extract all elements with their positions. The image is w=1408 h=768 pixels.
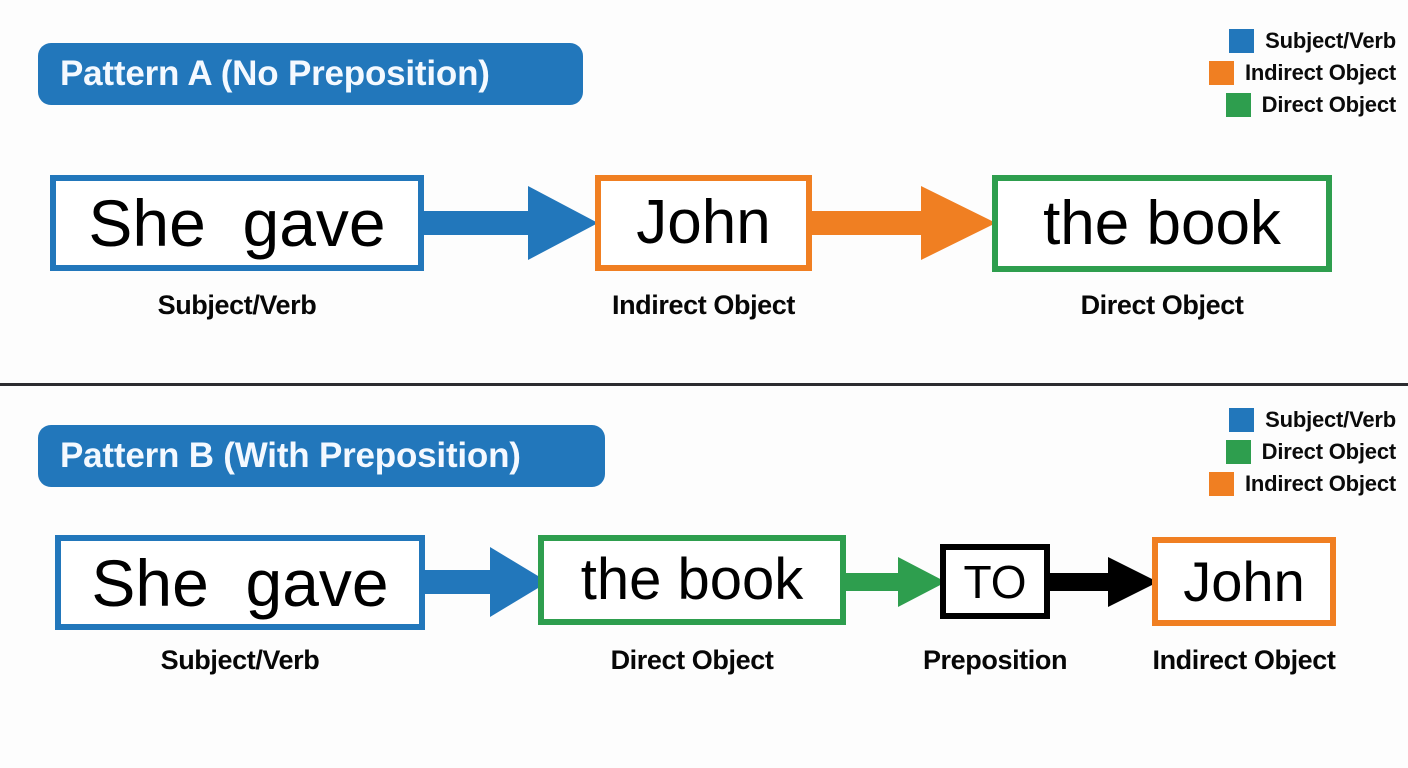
- pattern-a-badge-label: Pattern A (No Preposition): [60, 54, 490, 93]
- arrow-preposition-to-indirect-object: [1046, 557, 1158, 607]
- legend-swatch-indirect-object: [1208, 472, 1234, 496]
- legend-label: Indirect Object: [1244, 60, 1396, 85]
- phrase-text: John: [636, 188, 771, 257]
- section-divider: [0, 383, 1408, 386]
- arrow-subject-to-indirect-object: [418, 186, 598, 260]
- legend-item: Indirect Object: [1208, 60, 1396, 86]
- pattern-a-legend: Subject/Verb Indirect Object Direct Obje…: [1148, 28, 1396, 118]
- legend-item: Direct Object: [1225, 439, 1397, 465]
- sub-label-subject-verb-b: Subject/Verb: [160, 645, 320, 675]
- pattern-b-badge: Pattern B (With Preposition): [38, 425, 605, 487]
- sub-label-subject-verb-a: Subject/Verb: [157, 290, 317, 320]
- legend-item: Indirect Object: [1208, 471, 1396, 497]
- phrase-text: TO: [963, 555, 1027, 608]
- legend-label: Subject/Verb: [1265, 28, 1396, 53]
- phrase-text: the book: [1043, 188, 1281, 258]
- legend-item: Subject/Verb: [1229, 407, 1396, 433]
- phrase-box-preposition-b: TO: [940, 544, 1050, 619]
- legend-swatch-indirect-object: [1208, 61, 1234, 85]
- sub-label-direct-object-a: Direct Object: [1080, 290, 1244, 320]
- legend-swatch-subject-verb: [1229, 29, 1255, 53]
- legend-item: Subject/Verb: [1229, 28, 1396, 54]
- legend-label: Direct Object: [1261, 92, 1397, 117]
- sub-label-indirect-object-b: Indirect Object: [1152, 645, 1336, 675]
- legend-label: Indirect Object: [1244, 471, 1396, 496]
- legend-swatch-direct-object: [1225, 93, 1251, 117]
- phrase-text: John: [1183, 549, 1305, 613]
- sub-label-direct-object-b: Direct Object: [610, 645, 774, 675]
- phrase-box-subject-verb-a: She gave: [50, 175, 424, 271]
- phrase-box-subject-verb-b: She gave: [55, 535, 425, 630]
- pattern-b-badge-label: Pattern B (With Preposition): [60, 436, 521, 475]
- sub-label-preposition-b: Preposition: [922, 645, 1068, 675]
- phrase-box-direct-object-b: the book: [538, 535, 846, 625]
- legend-swatch-direct-object: [1225, 440, 1251, 464]
- legend-item: Direct Object: [1225, 92, 1397, 118]
- pattern-a-badge: Pattern A (No Preposition): [38, 43, 583, 105]
- arrow-subject-to-direct-object: [420, 547, 548, 617]
- arrow-indirect-to-direct-object: [806, 186, 996, 260]
- phrase-box-indirect-object-a: John: [595, 175, 812, 271]
- legend-label: Direct Object: [1261, 439, 1397, 464]
- legend-label: Subject/Verb: [1265, 407, 1396, 432]
- phrase-box-indirect-object-b: John: [1152, 537, 1336, 626]
- phrase-text: She gave: [88, 186, 386, 260]
- legend-swatch-subject-verb: [1229, 408, 1255, 432]
- phrase-text: She gave: [91, 545, 389, 620]
- sub-label-indirect-object-a: Indirect Object: [611, 290, 796, 320]
- phrase-box-direct-object-a: the book: [992, 175, 1332, 272]
- arrow-direct-object-to-preposition: [840, 557, 946, 607]
- phrase-text: the book: [580, 547, 804, 612]
- pattern-b-legend: Subject/Verb Direct Object Indirect Obje…: [1148, 407, 1396, 497]
